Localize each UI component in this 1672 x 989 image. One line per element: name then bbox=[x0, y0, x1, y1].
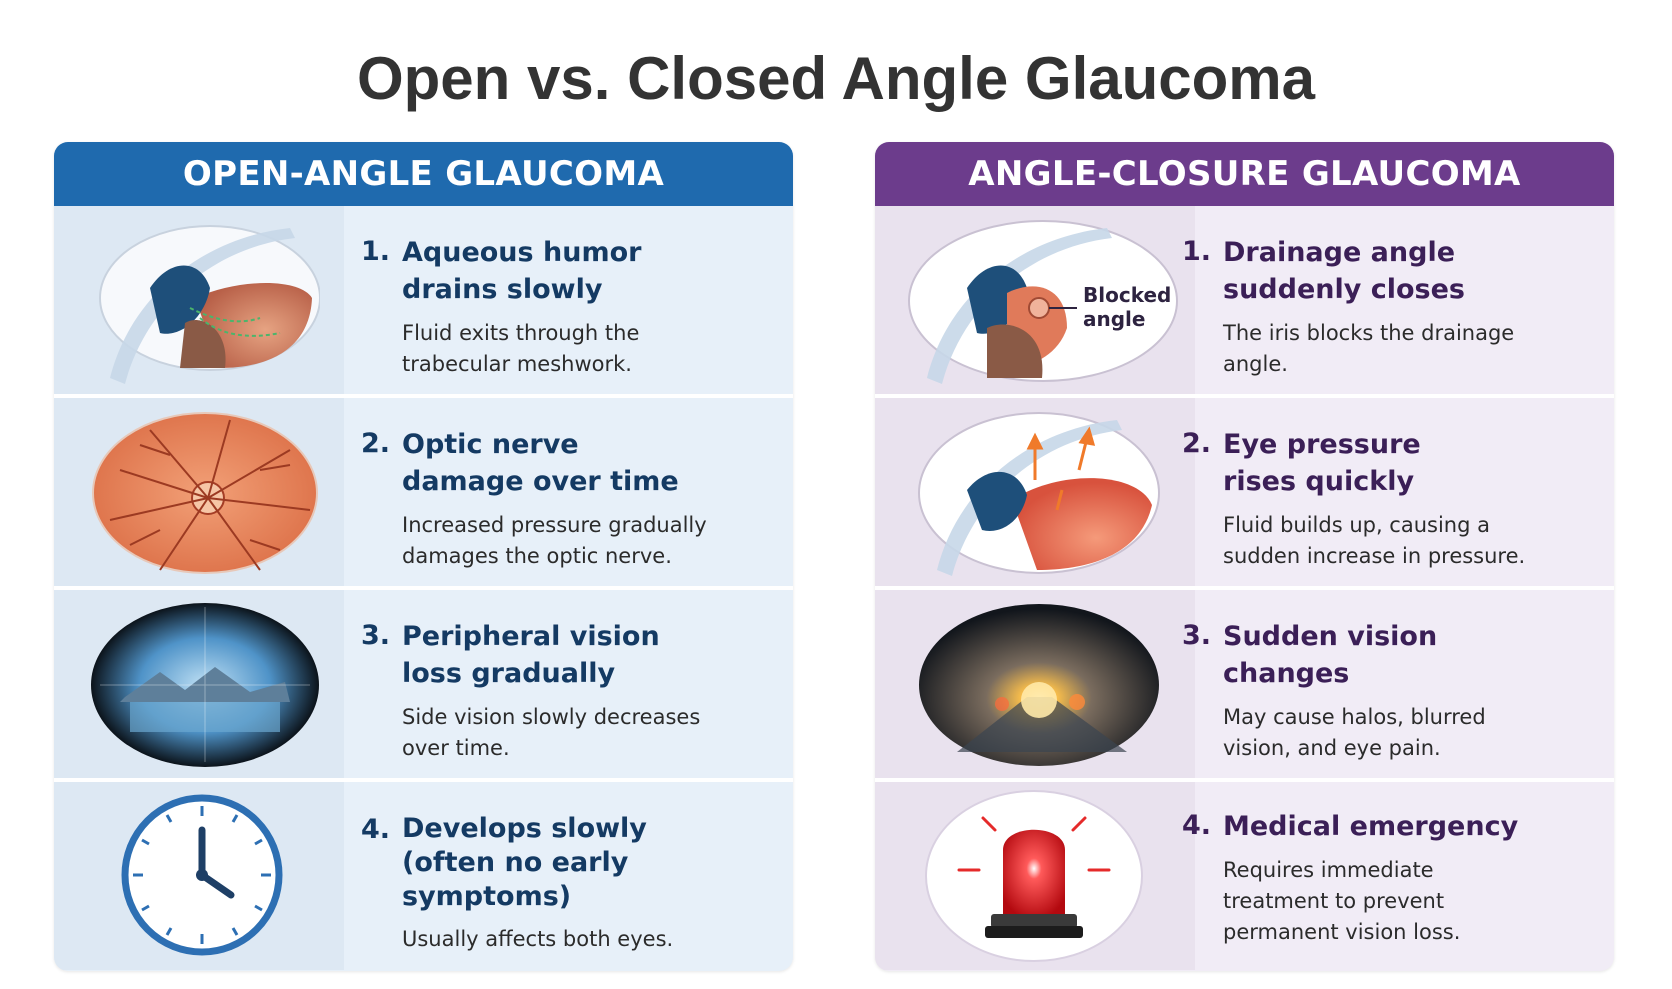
item-heading: Medical emergency bbox=[1223, 811, 1519, 842]
item-heading: Peripheral vision loss gradually bbox=[402, 621, 660, 689]
item-heading: Drainage angle suddenly closes bbox=[1223, 237, 1465, 305]
item-description: Requires immediate treatment to prevent … bbox=[1223, 858, 1461, 944]
open-angle-panel: OPEN-ANGLE GLAUCOMA 1. Aqueous humor dra… bbox=[54, 142, 793, 971]
item-heading: Sudden vision changes bbox=[1223, 621, 1438, 689]
open-angle-item-1: 1. Aqueous humor drains slowly Fluid exi… bbox=[54, 206, 793, 394]
item-number: 2. bbox=[361, 428, 391, 459]
item-heading: Eye pressure rises quickly bbox=[1223, 429, 1421, 497]
item-heading: Develops slowly (often no early symptoms… bbox=[402, 813, 647, 912]
item-description: Fluid builds up, causing a sudden increa… bbox=[1223, 513, 1526, 568]
item-description: May cause halos, blurred vision, and eye… bbox=[1223, 705, 1486, 760]
item-number: 4. bbox=[1182, 810, 1212, 841]
item-number: 2. bbox=[1182, 428, 1212, 459]
item-heading: Optic nerve damage over time bbox=[402, 429, 679, 497]
item-description: Usually affects both eyes. bbox=[402, 927, 674, 951]
optic-nerve-retina-icon bbox=[92, 412, 318, 574]
item-description: The iris blocks the drainage angle. bbox=[1223, 321, 1515, 376]
clock-icon bbox=[121, 794, 283, 956]
item-number: 3. bbox=[1182, 620, 1212, 651]
open-angle-header: OPEN-ANGLE GLAUCOMA bbox=[54, 142, 793, 206]
tunnel-vision-landscape-icon bbox=[91, 603, 319, 767]
item-description: Increased pressure gradually damages the… bbox=[402, 513, 707, 568]
item-description: Side vision slowly decreases over time. bbox=[402, 705, 701, 760]
pressure-rising-eye-icon bbox=[918, 412, 1160, 576]
item-description: Fluid exits through the trabecular meshw… bbox=[402, 321, 640, 376]
blocked-angle-eye-icon bbox=[908, 220, 1178, 384]
eye-cross-section-icon bbox=[99, 225, 320, 384]
blocked-angle-label: Blocked angle bbox=[1083, 283, 1172, 331]
page-title: Open vs. Closed Angle Glaucoma bbox=[356, 45, 1315, 112]
open-angle-item-4: 4. Develops slowly (often no early sympt… bbox=[54, 782, 793, 970]
angle-closure-item-4: 4. Medical emergency Requires immediate … bbox=[875, 782, 1614, 970]
angle-closure-item-1: Blocked angle 1. Drainage angle suddenly… bbox=[875, 206, 1614, 394]
emergency-siren-icon bbox=[925, 790, 1143, 962]
item-number: 3. bbox=[361, 620, 391, 651]
angle-closure-item-2: 2. Eye pressure rises quickly Fluid buil… bbox=[875, 398, 1614, 586]
item-number: 1. bbox=[361, 236, 391, 267]
item-heading: Aqueous humor drains slowly bbox=[402, 237, 642, 305]
angle-closure-header: ANGLE-CLOSURE GLAUCOMA bbox=[875, 142, 1614, 206]
angle-closure-panel: ANGLE-CLOSURE GLAUCOMA Blocked angle 1. … bbox=[875, 142, 1614, 971]
item-number: 1. bbox=[1182, 236, 1212, 267]
open-angle-item-3: 3. Peripheral vision loss gradually Side… bbox=[54, 590, 793, 778]
halos-night-road-icon bbox=[919, 604, 1159, 766]
item-number: 4. bbox=[361, 814, 391, 845]
open-angle-item-2: 2. Optic nerve damage over time Increase… bbox=[54, 398, 793, 586]
angle-closure-item-3: 3. Sudden vision changes May cause halos… bbox=[875, 590, 1614, 778]
